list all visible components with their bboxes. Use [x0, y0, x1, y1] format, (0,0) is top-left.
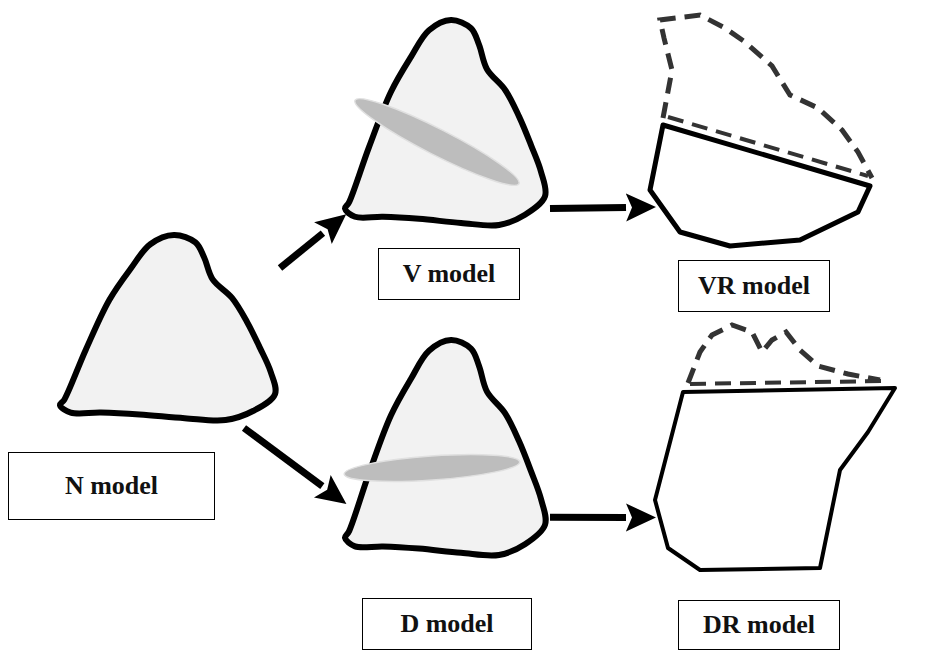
- model-label: VR model: [678, 260, 830, 312]
- process-arrow: [280, 233, 323, 268]
- removed-part-outline: [688, 325, 880, 383]
- model-name: VR model: [698, 271, 810, 301]
- bone-outline: [345, 20, 546, 226]
- horizontal-cut-plane: [343, 450, 520, 486]
- bone-outline: [60, 235, 276, 421]
- process-arrow: [550, 207, 626, 208]
- process-arrow: [244, 428, 322, 486]
- model-name: V model: [403, 259, 496, 289]
- model-name: N model: [65, 471, 158, 501]
- model-name: DR model: [703, 610, 815, 640]
- resected-bone: [650, 125, 870, 246]
- model-figure: N model: [55, 228, 280, 428]
- model-figure: D model: [340, 335, 550, 560]
- model-label: D model: [362, 598, 532, 650]
- model-label: N model: [8, 452, 215, 520]
- removed-part-cut: [690, 381, 885, 384]
- resected-bone: [655, 388, 895, 570]
- process-arrow: [550, 514, 626, 521]
- model-name: D model: [400, 609, 493, 639]
- bone-outline: [345, 340, 546, 556]
- oblique-cut-plane: [349, 89, 525, 196]
- model-label: DR model: [678, 600, 840, 650]
- model-label: V model: [378, 248, 520, 300]
- model-figure: V model: [340, 15, 550, 230]
- model-figure: DR model: [648, 325, 900, 575]
- model-figure: VR model: [648, 12, 905, 250]
